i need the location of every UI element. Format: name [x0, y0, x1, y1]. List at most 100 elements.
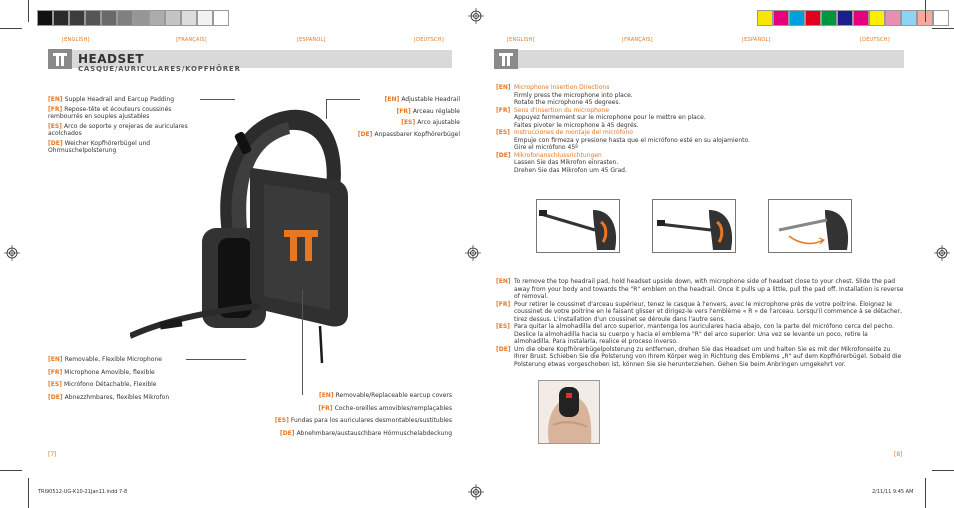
lang-tab-spanish: [ESPAÑOL] [742, 37, 771, 43]
process-color-swatch [789, 10, 805, 26]
instruction-line: Appuyez fermement sur le microphone pour… [514, 114, 706, 121]
callout-line: [DE] Weicher Kopfhörerbügel und Ohrmusch… [48, 140, 198, 155]
callout-text: Coche-oreilles amovibles/remplaçables [334, 404, 452, 412]
heading-text: Microphone Insertion Directions [514, 84, 610, 91]
file-slug: TRI90512-UG-K10-21Jan11.indd 7-8 [38, 489, 128, 495]
mic-step-3-image [768, 199, 852, 253]
language-tag: [DE] [496, 151, 511, 159]
gray-swatch [213, 10, 229, 26]
heading-text: Mikrofonanschlussrichtungen [514, 151, 602, 159]
page-number: [7] [48, 451, 57, 458]
gray-swatch [133, 10, 149, 26]
lang-tab-english: [ENGLISH] [62, 37, 90, 43]
callout-text: Removable/Replaceable earcup covers [335, 392, 452, 399]
callout-text: Fundas para los auriculares desmontables… [290, 417, 452, 424]
heading-text: Instrucciones de montaje del micrófono [514, 129, 633, 136]
instruction-line: Rotate the microphone 45 degrees. [514, 99, 621, 106]
gray-color-bar [37, 10, 229, 26]
callout-text: Microphone Amovible, flexible [64, 368, 155, 376]
registration-mark-icon [934, 245, 950, 261]
page-title: HEADSET [78, 52, 145, 66]
gray-swatch [85, 10, 101, 26]
brand-logo-icon [48, 49, 72, 69]
language-tag: [EN] [318, 392, 336, 399]
lang-tab-french: [FRANÇAIS] [622, 37, 653, 43]
registration-mark-icon [468, 8, 484, 24]
paragraph-text: Um die obere Kopfhörerbügelpolsterung zu… [514, 345, 902, 368]
language-tag: [EN] [496, 84, 511, 91]
callout-line: [FR] Repose-tête et écouteurs coussinés … [48, 106, 198, 121]
date-slug: 2/11/11 9:45 AM [872, 489, 914, 495]
language-tag: [FR] [318, 404, 335, 412]
page-subtitle: CASQUE/AURICULARES/KOPFHÖRER [78, 65, 241, 73]
callout-text: Repose-tête et écouteurs coussinés rembo… [48, 105, 172, 121]
gray-swatch [69, 10, 85, 26]
callout-text: Removable, Flexible Microphone [64, 356, 162, 363]
callout-text: Arco ajustable [417, 119, 460, 126]
paragraph-text: Para quitar la almohadilla del arco supe… [514, 323, 894, 345]
pad-removal-image [538, 380, 600, 444]
process-color-swatch [805, 10, 821, 26]
language-tag: [DE] [48, 139, 65, 147]
language-tag: [ES] [496, 323, 510, 330]
pad-instruction-paragraph: [FR]Pour retirer le coussinet d'arceau s… [496, 301, 906, 324]
callout-text: Adjustable Headrail [401, 96, 460, 103]
paragraph-text: Pour retirer le coussinet d'arceau supér… [514, 300, 902, 323]
callout-line: [EN] Removable, Flexible Microphone [48, 356, 208, 364]
paragraph-text: To remove the top headrail pad, hold hea… [514, 278, 904, 300]
language-tag: [ES] [401, 119, 418, 126]
registration-mark-icon [465, 245, 481, 261]
process-color-swatch [901, 10, 917, 26]
pad-instructions: [EN]To remove the top headrail pad, hold… [496, 278, 906, 368]
registration-mark-icon [468, 484, 484, 500]
callout-adjustable-headrail: [EN] Adjustable Headrail[FR] Arceau régl… [300, 96, 460, 142]
callout-text: Micrófono Détachable, Flexible [64, 381, 157, 388]
callout-line: [EN] Supple Headrail and Earcup Padding [48, 96, 198, 104]
callout-text: Abnehmbare/austauschbare Hörmuschelabdec… [296, 429, 452, 437]
language-tag: [EN] [48, 356, 65, 363]
process-color-swatch [869, 10, 885, 26]
process-color-swatch [885, 10, 901, 26]
process-color-swatch [757, 10, 773, 26]
callout-text: Abnezzhmbares, flexibles Mikrofon [64, 393, 170, 401]
pad-instruction-paragraph: [EN]To remove the top headrail pad, hold… [496, 278, 906, 301]
language-tag: [FR] [48, 105, 65, 113]
callout-text: Anpassbarer Kopfhörerbügel [374, 130, 460, 138]
header-bar [494, 50, 904, 68]
lang-tab-german: [DEUTSCH] [414, 37, 444, 43]
language-tag: [ES] [48, 122, 64, 130]
heading-text: Sens d'insertion du microphone [514, 106, 610, 114]
gray-swatch [53, 10, 69, 26]
language-tag: [ES] [274, 417, 291, 424]
process-color-bar [757, 10, 949, 26]
language-tag: [FR] [48, 368, 65, 376]
language-tag: [DE] [496, 345, 511, 353]
lang-tab-french: [FRANÇAIS] [176, 37, 207, 43]
language-tag: [DE] [357, 130, 375, 138]
gray-swatch [165, 10, 181, 26]
language-tag: [DE] [279, 429, 297, 437]
headset-illustration [130, 109, 348, 364]
language-tag: [FR] [396, 107, 413, 115]
callout-text: Arco de soporte y orejeras de auriculare… [48, 122, 188, 138]
pad-instruction-paragraph: [DE]Um die obere Kopfhörerbügelpolsterun… [496, 346, 906, 369]
language-tag: [EN] [384, 96, 402, 103]
instruction-line: Empuje con firmeza y presione hasta que … [514, 136, 750, 144]
callout-line: [ES] Arco ajustable [300, 119, 460, 127]
gray-swatch [197, 10, 213, 26]
callout-line: [ES] Fundas para los auriculares desmont… [200, 417, 452, 425]
gray-swatch [181, 10, 197, 26]
gray-swatch [117, 10, 133, 26]
mic-step-2-image [652, 199, 736, 253]
instruction-line: Lassen Sie das Mikrofon einrasten. [514, 159, 619, 166]
instruction-line: Gire el micrófono 45º [514, 144, 578, 151]
language-tag: [ES] [48, 381, 64, 388]
lang-tab-english: [ENGLISH] [507, 37, 535, 43]
gray-swatch [37, 10, 53, 26]
callout-line: [EN] Adjustable Headrail [300, 96, 460, 104]
process-color-swatch [773, 10, 789, 26]
instruction-line: Faites pivoter le microphone à 45 degrés… [514, 121, 639, 129]
pad-instruction-paragraph: [ES] Para quitar la almohadilla del arco … [496, 323, 906, 346]
process-color-swatch [933, 10, 949, 26]
